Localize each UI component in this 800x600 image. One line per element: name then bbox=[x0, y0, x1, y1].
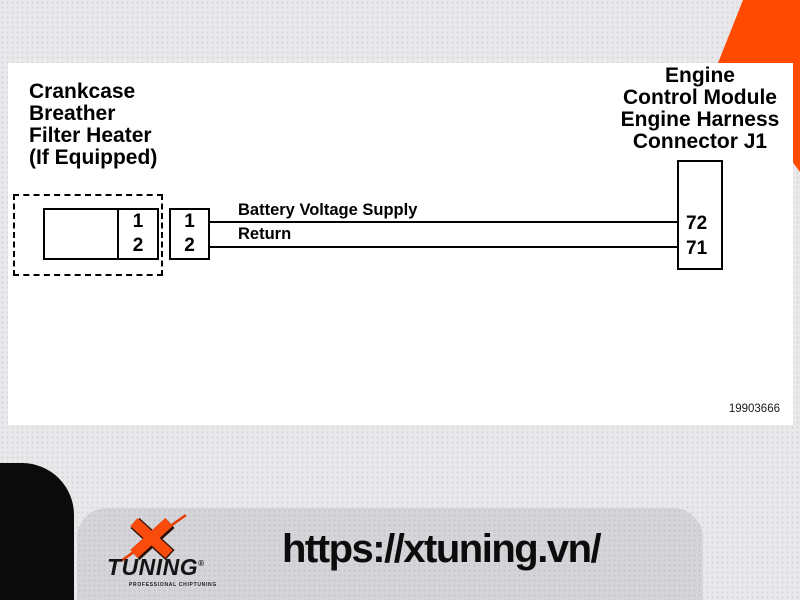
heater-pin-2: 2 bbox=[132, 235, 144, 256]
registered-trademark-icon: ® bbox=[198, 559, 205, 568]
heater-pin-column: 1 2 bbox=[119, 210, 157, 258]
ecm-connector-box: 72 71 bbox=[677, 160, 723, 270]
website-url: https://xtuning.vn/ bbox=[282, 527, 602, 571]
brand-name: TUNING® bbox=[107, 554, 205, 581]
xtuning-x-icon bbox=[120, 513, 187, 563]
ecm-component-label: Engine Control Module Engine Harness Con… bbox=[565, 65, 800, 153]
heater-body-cell bbox=[45, 210, 119, 258]
footer-bar: TUNING® PROFESSIONAL CHIPTUNING https://… bbox=[77, 508, 703, 600]
heater-label-line: Filter Heater bbox=[29, 124, 152, 147]
heater-pin-1: 1 bbox=[132, 211, 144, 232]
brand-text: TUNING bbox=[107, 554, 199, 580]
xtuning-logo: TUNING® PROFESSIONAL CHIPTUNING bbox=[95, 510, 245, 600]
heater-dashed-outline bbox=[13, 194, 163, 276]
heater-label-line: Crankcase bbox=[29, 80, 136, 103]
heater-connector-box: 1 2 bbox=[43, 208, 159, 260]
wiring-diagram-panel: Crankcase Breather Filter Heater (If Equ… bbox=[8, 63, 793, 425]
ecm-label-line: Engine bbox=[664, 64, 735, 87]
heater-component-label: Crankcase Breather Filter Heater (If Equ… bbox=[29, 81, 157, 169]
harness-pin-2: 2 bbox=[184, 235, 195, 256]
ecm-pin-72: 72 bbox=[686, 213, 708, 234]
wire2-label: Return bbox=[238, 225, 292, 243]
wire-return bbox=[210, 246, 677, 248]
heater-label-line: Breather bbox=[29, 102, 116, 125]
heater-label-line: (If Equipped) bbox=[29, 146, 158, 169]
ecm-label-line: Control Module bbox=[623, 86, 777, 109]
ecm-label-line: Engine Harness bbox=[620, 108, 780, 131]
harness-connector-box: 1 2 bbox=[169, 208, 210, 260]
wire1-label: Battery Voltage Supply bbox=[238, 201, 418, 219]
figure-number: 19903666 bbox=[728, 403, 780, 415]
ecm-label-line: Connector J1 bbox=[632, 130, 768, 153]
wire-battery-voltage-supply bbox=[210, 221, 677, 223]
harness-pin-1: 1 bbox=[184, 211, 195, 232]
ecm-pin-71: 71 bbox=[686, 238, 708, 259]
black-corner-decoration bbox=[0, 463, 74, 600]
brand-tagline: PROFESSIONAL CHIPTUNING bbox=[129, 582, 217, 588]
